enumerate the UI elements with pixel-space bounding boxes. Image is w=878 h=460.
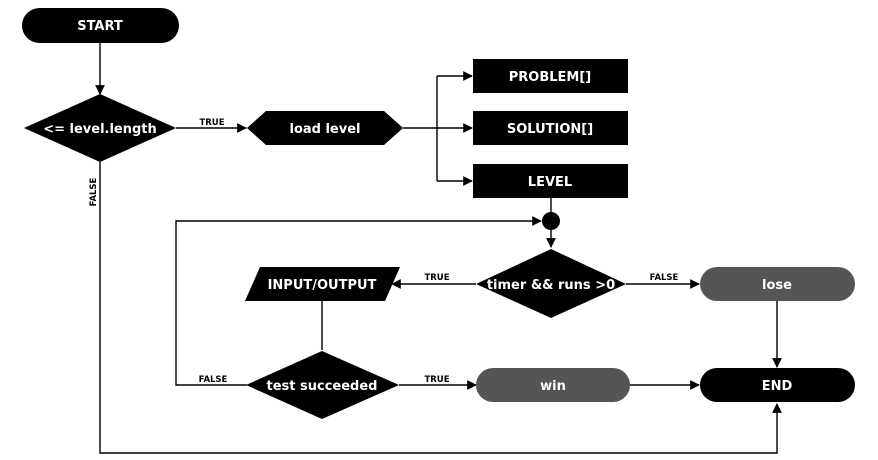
test-succeeded-decision: test succeeded: [246, 351, 399, 419]
problem-node: PROBLEM[]: [473, 59, 628, 93]
win-node: win: [476, 368, 630, 402]
lose-label: lose: [762, 278, 792, 293]
solution-label: SOLUTION[]: [507, 122, 593, 137]
label-level-check-false: FALSE: [89, 177, 99, 206]
connectors: [95, 43, 782, 454]
level-node: LEVEL: [473, 164, 628, 198]
test-succeeded-label: test succeeded: [267, 379, 378, 394]
edge-level-check-false: [99, 162, 782, 454]
end-node: END: [700, 368, 855, 402]
level-check-label: <= level.length: [43, 122, 157, 137]
label-timer-true: TRUE: [424, 273, 449, 283]
solution-node: SOLUTION[]: [473, 111, 628, 145]
level-check-decision: <= level.length: [24, 94, 176, 162]
end-label: END: [762, 379, 793, 394]
lose-node: lose: [700, 267, 855, 301]
start-node: START: [22, 8, 179, 43]
level-label: LEVEL: [528, 175, 572, 190]
label-test-true: TRUE: [424, 375, 449, 385]
load-level-node: load level: [247, 111, 403, 145]
label-test-false: FALSE: [199, 375, 228, 385]
win-label: win: [540, 379, 566, 394]
junction-dot: [542, 212, 560, 230]
problem-label: PROBLEM[]: [509, 70, 591, 85]
load-level-label: load level: [289, 122, 360, 137]
input-output-label: INPUT/OUTPUT: [268, 278, 377, 293]
timer-check-decision: timer && runs >0: [476, 249, 626, 318]
timer-check-label: timer && runs >0: [487, 278, 615, 293]
label-level-check-true: TRUE: [199, 118, 224, 128]
edge-test-false-loop: [175, 216, 542, 386]
start-label: START: [77, 19, 123, 34]
label-timer-false: FALSE: [650, 273, 679, 283]
input-output-node: INPUT/OUTPUT: [245, 267, 400, 301]
